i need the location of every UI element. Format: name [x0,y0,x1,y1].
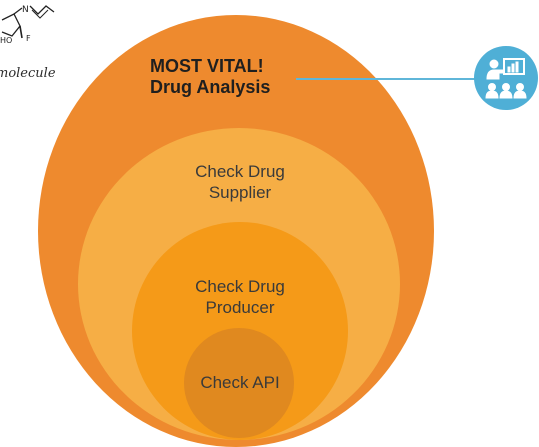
check-supplier-line1: Check Drug [195,162,285,181]
molecule-structure: N HO F [0,5,55,44]
atom-n-label: N [22,5,29,15]
diagram-canvas: N HO F molecule MOST VITAL! Drug Analysi… [0,5,538,447]
api-circle [184,328,294,438]
most-vital-line2: Drug Analysis [150,77,271,97]
atom-f-label: F [26,34,31,43]
most-vital-label: MOST VITAL! Drug Analysis [150,56,350,98]
check-producer-label: Check Drug Producer [160,276,320,318]
atom-ho-label: HO [0,36,12,44]
presentation-icon [474,46,538,110]
most-vital-line1: MOST VITAL! [150,56,264,76]
check-supplier-label: Check Drug Supplier [160,161,320,203]
molecule-caption: molecule [0,66,56,81]
check-supplier-line2: Supplier [208,183,272,202]
check-producer-line2: Producer [205,298,275,317]
check-api-label: Check API [200,373,280,392]
connector-line [296,78,476,80]
check-producer-line1: Check Drug [195,277,285,296]
